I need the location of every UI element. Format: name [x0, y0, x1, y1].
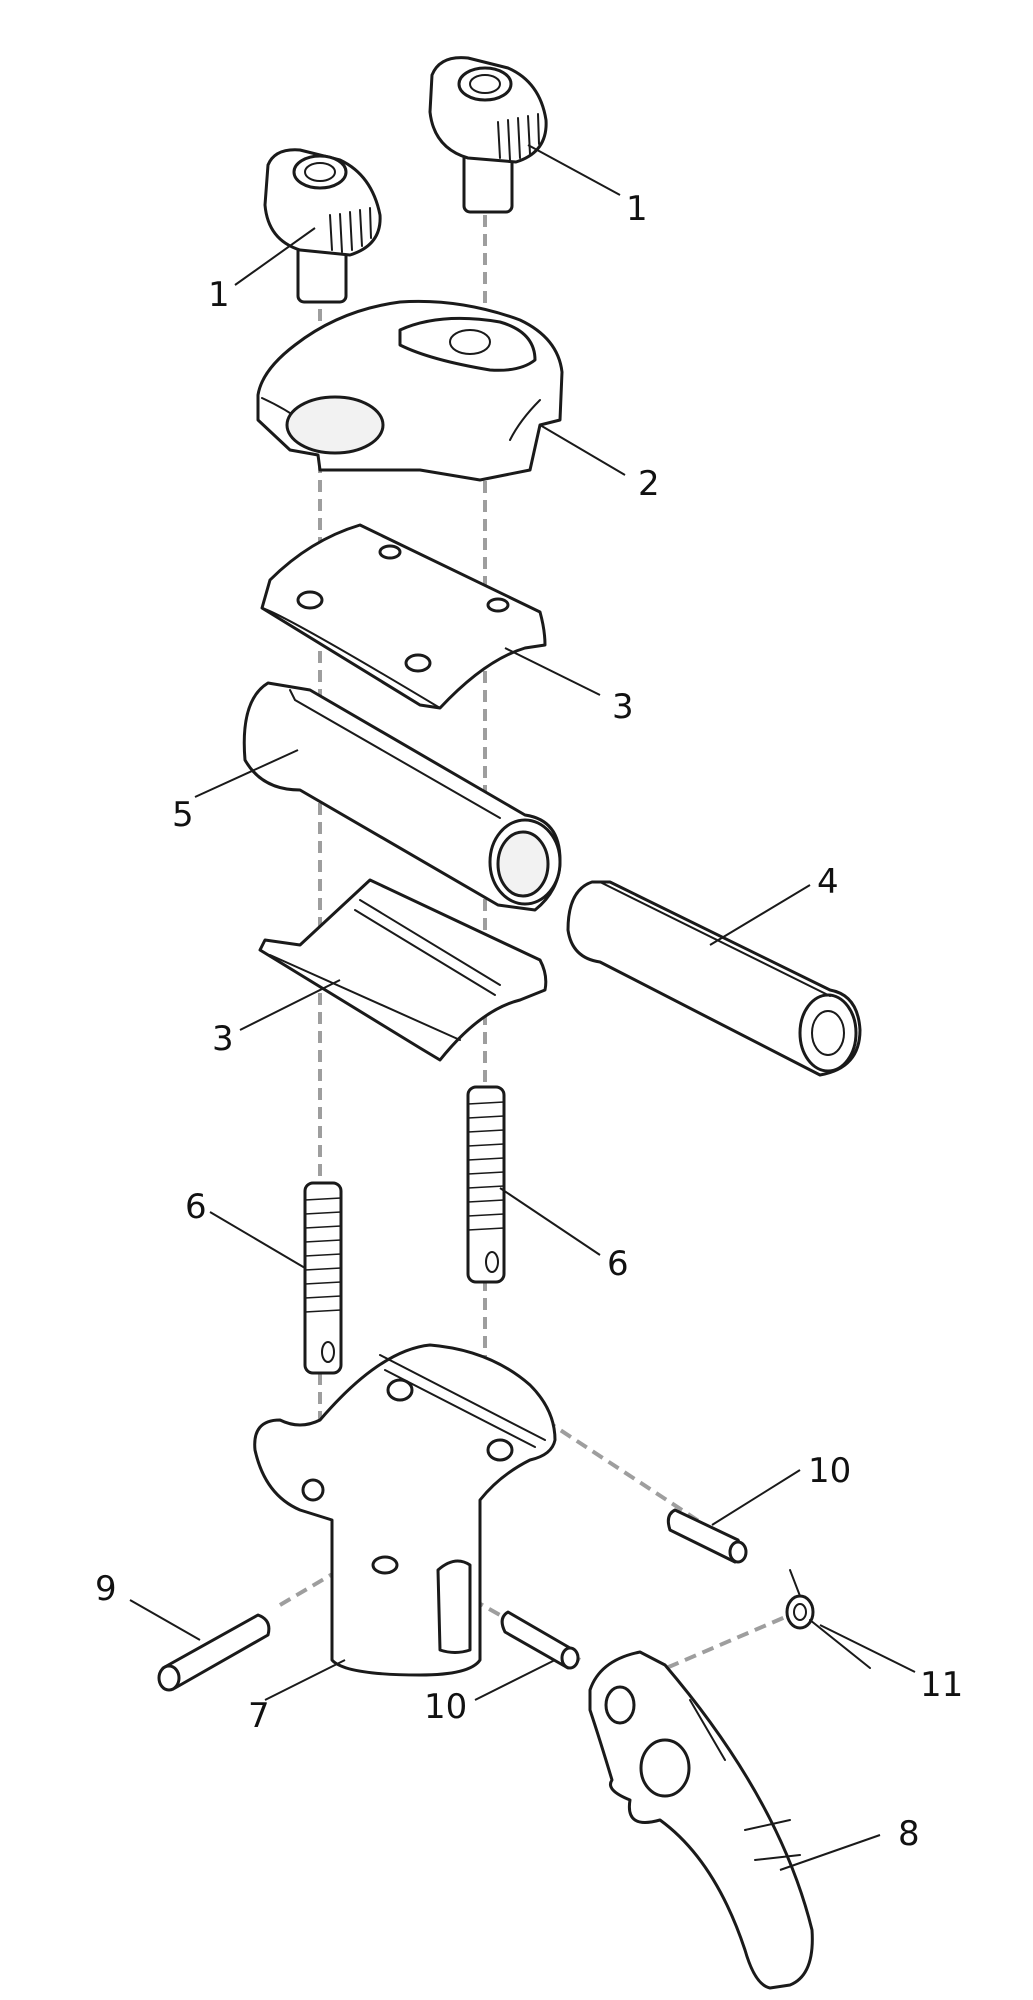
knob-right: [428, 56, 548, 214]
spring-11: [785, 1569, 871, 1669]
bearing-lower: [258, 878, 548, 1062]
pin-10-right: [666, 1508, 748, 1564]
callout-11: 11: [920, 1665, 963, 1705]
tube-small: [566, 880, 862, 1077]
threaded-rod-left: [303, 1181, 343, 1375]
bearing-upper: [260, 523, 547, 710]
threaded-rod-right: [466, 1085, 506, 1284]
pin-10-bottom: [500, 1610, 580, 1670]
callout-5: 5: [172, 795, 194, 835]
callout-3-upper: 3: [612, 687, 634, 727]
callout-labels: 1 1 2 3 3 4 5 6 6 7 8 9 10 10 11: [95, 189, 963, 1854]
callout-3-lower: 3: [212, 1019, 234, 1059]
callout-1-right: 1: [626, 189, 648, 229]
leader-lines: [129, 144, 916, 1871]
callout-4: 4: [817, 862, 839, 902]
callout-8: 8: [898, 1814, 920, 1854]
callout-2: 2: [638, 464, 660, 504]
lever-8: [588, 1650, 814, 1990]
callout-7: 7: [248, 1696, 270, 1736]
top-clamp: [256, 299, 564, 482]
callout-10-right: 10: [808, 1451, 851, 1491]
callout-6-left: 6: [185, 1187, 207, 1227]
base-clamp: [253, 1343, 557, 1677]
callout-1-left: 1: [208, 275, 230, 315]
tube-main: [242, 681, 562, 912]
callout-9: 9: [95, 1569, 117, 1609]
callout-10-bottom: 10: [424, 1687, 467, 1727]
callout-6-right: 6: [607, 1244, 629, 1284]
knob-left: [263, 148, 382, 304]
pin-9: [157, 1613, 271, 1692]
